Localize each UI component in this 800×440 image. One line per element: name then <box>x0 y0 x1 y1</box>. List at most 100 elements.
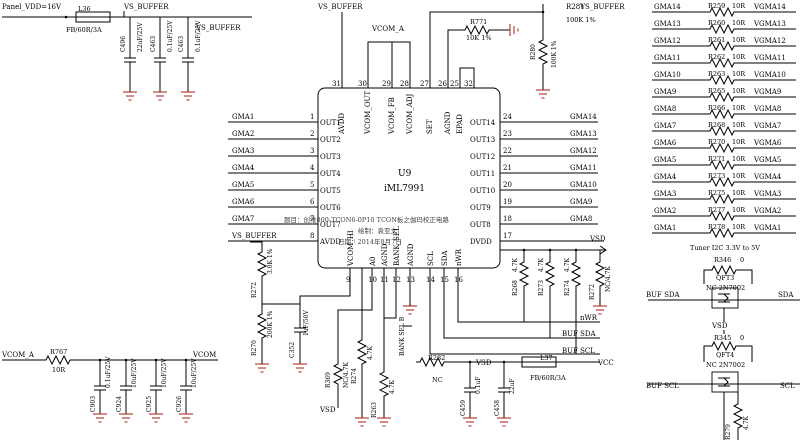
res-ref-13: R278 <box>708 223 725 231</box>
r281-val: 100K 1% <box>566 16 596 24</box>
right-pin-num-18: 18 <box>503 215 512 223</box>
r346-val: 0 <box>740 256 744 264</box>
chip-body <box>317 87 501 269</box>
left-pin-name-1: OUT1 <box>320 119 341 127</box>
vs-buffer-label-top: VS_BUFFER <box>123 3 169 11</box>
title-block-line2: 绘制：袁亚文 <box>358 226 398 235</box>
res-val-9: 10R <box>732 155 746 163</box>
right-pin-num-19: 19 <box>503 198 512 206</box>
left-lower-section: R272 3.0K 1% R270 200K 1% C352 1uF/50V V… <box>250 241 417 427</box>
res-out-label-13: VGMA1 <box>753 224 781 232</box>
left-pin-num-1: 1 <box>310 113 314 121</box>
l37-inductor <box>521 356 557 368</box>
r274-left-ref: R274 <box>351 368 358 384</box>
vcom-a-label-left: VCOM_A <box>1 351 35 359</box>
right-pin-num-17: 17 <box>503 232 512 240</box>
vcom-label: VCOM <box>192 351 216 359</box>
vcc-label: VCC <box>597 359 614 367</box>
res-val-5: 10R <box>732 87 746 95</box>
vcom-section: VCOM_A R767 10R VCOM C9030.1uF/25VC92410… <box>1 348 218 423</box>
panel-vdd-label: Panel_VDD=16V <box>2 3 62 11</box>
res-out-label-3: VGMA11 <box>753 54 786 62</box>
vsd-dvdd-label: VSD <box>589 235 606 243</box>
qft4-val: NC 2N7002 <box>706 361 745 369</box>
r767-val: 10R <box>52 366 66 374</box>
res-in-label-7: GMA7 <box>654 122 676 130</box>
r263-ref: R263 <box>371 402 378 418</box>
res-val-10: 10R <box>732 172 746 180</box>
left-pin-num-4: 4 <box>310 164 315 172</box>
r272-left-ref: R272 <box>251 282 258 298</box>
left-pin-name-3: OUT3 <box>320 153 341 161</box>
bottom-pin-num-9: 9 <box>346 276 350 284</box>
vcom-cap-ref-2: C925 <box>146 396 153 412</box>
left-pin-name-5: OUT5 <box>320 187 341 195</box>
res-in-label-0: GMA14 <box>654 3 681 11</box>
left-pin-name-7: OUT7 <box>320 221 341 229</box>
left-net-label-5: GMA5 <box>232 181 254 189</box>
r270-ref: R270 <box>251 340 258 356</box>
panel-vdd-section: Panel_VDD=16V L36 FB/60R/3A VS_BUFFER VS… <box>2 3 252 101</box>
bottom-pin-name-14: SCL <box>427 251 435 266</box>
c352-val: 1uF/50V <box>303 309 310 336</box>
top-pin-num-27: 27 <box>420 80 429 88</box>
vs-buffer-label-chip: VS_BUFFER <box>317 3 363 11</box>
buf-scl-label-mid: BUF SCL <box>562 347 595 355</box>
r767-ref: R767 <box>50 348 67 356</box>
res-in-label-11: GMA3 <box>654 190 676 198</box>
bank-sel-b-label: BANK SEL B <box>399 316 406 356</box>
res-in-label-5: GMA9 <box>654 88 676 96</box>
top-pin-num-29: 29 <box>382 80 391 88</box>
r345-val: 0 <box>740 334 744 342</box>
vcom-a-label-top: VCOM_A <box>371 25 405 33</box>
chip-right-pins: GMA1424OUT14GMA1323OUT13GMA1222OUT12GMA1… <box>470 113 598 246</box>
res-ref-12: R277 <box>708 206 725 214</box>
res-out-label-12: VGMA2 <box>753 207 781 215</box>
left-pin-num-6: 6 <box>310 198 315 206</box>
res-ref-6: R266 <box>708 104 725 112</box>
bottom-pin-name-11: AGND <box>381 243 389 267</box>
top-pin-num-30: 30 <box>358 80 367 88</box>
title-block-line3: 日期：2014年8月7日 <box>338 237 402 246</box>
left-net-label-4: GMA4 <box>232 164 255 172</box>
r281-ref: R281 <box>566 3 585 11</box>
vsd-tuner-label-1: VSD <box>711 322 728 330</box>
vsd-mid-label: VSD <box>475 359 492 367</box>
res-in-label-12: GMA2 <box>654 207 676 215</box>
top-pin-name-28: VCOM_ADJ <box>406 94 414 135</box>
right-net-label-24: GMA14 <box>570 113 597 121</box>
res-ref-10: R273 <box>708 172 725 180</box>
res-out-label-6: VGMA8 <box>753 105 781 113</box>
res-out-label-2: VGMA12 <box>753 37 786 45</box>
top-pin-name-26: AGND <box>444 111 452 135</box>
left-net-label-3: GMA3 <box>232 147 254 155</box>
left-pin-name-8: AVDD <box>319 238 341 246</box>
c459-val: 0.1uF <box>475 376 482 394</box>
right-pin-num-24: 24 <box>503 113 512 121</box>
chip-u9: U9 iML7991 题目：创维800-TCON6-0P10 TCON板之伽玛校… <box>284 87 501 269</box>
res-val-11: 10R <box>732 189 746 197</box>
sda-label-tuner: SDA <box>778 291 794 299</box>
r272-left-val: 3.0K 1% <box>267 248 274 274</box>
vs-buffer-label-r281: VS_BUFFER <box>579 3 625 11</box>
res-val-13: 10R <box>732 223 746 231</box>
res-in-label-2: GMA12 <box>654 37 681 45</box>
r279-val: 4.7K <box>743 415 750 430</box>
left-pin-num-2: 2 <box>310 130 314 138</box>
top-cap-c463a: C463 0.1uF/25V <box>150 17 174 101</box>
vcom-cap-ref-0: C903 <box>90 396 97 412</box>
res-ref-0: R259 <box>708 2 725 10</box>
top-pin-name-29: VCOM_FB <box>388 97 396 135</box>
r273-mid-val: 4.7K <box>538 257 545 272</box>
vsd-left-label: VSD <box>319 406 336 414</box>
vcom-cap-val-3: 10uF/25V <box>191 358 198 388</box>
res-ref-7: R268 <box>708 121 725 129</box>
res-out-label-0: VGMA14 <box>753 3 786 11</box>
top-pin-name-25: EPAD <box>456 114 464 134</box>
res-ref-4: R263 <box>708 70 725 78</box>
right-pin-name-22: OUT12 <box>470 153 495 161</box>
res-val-7: 10R <box>732 121 746 129</box>
